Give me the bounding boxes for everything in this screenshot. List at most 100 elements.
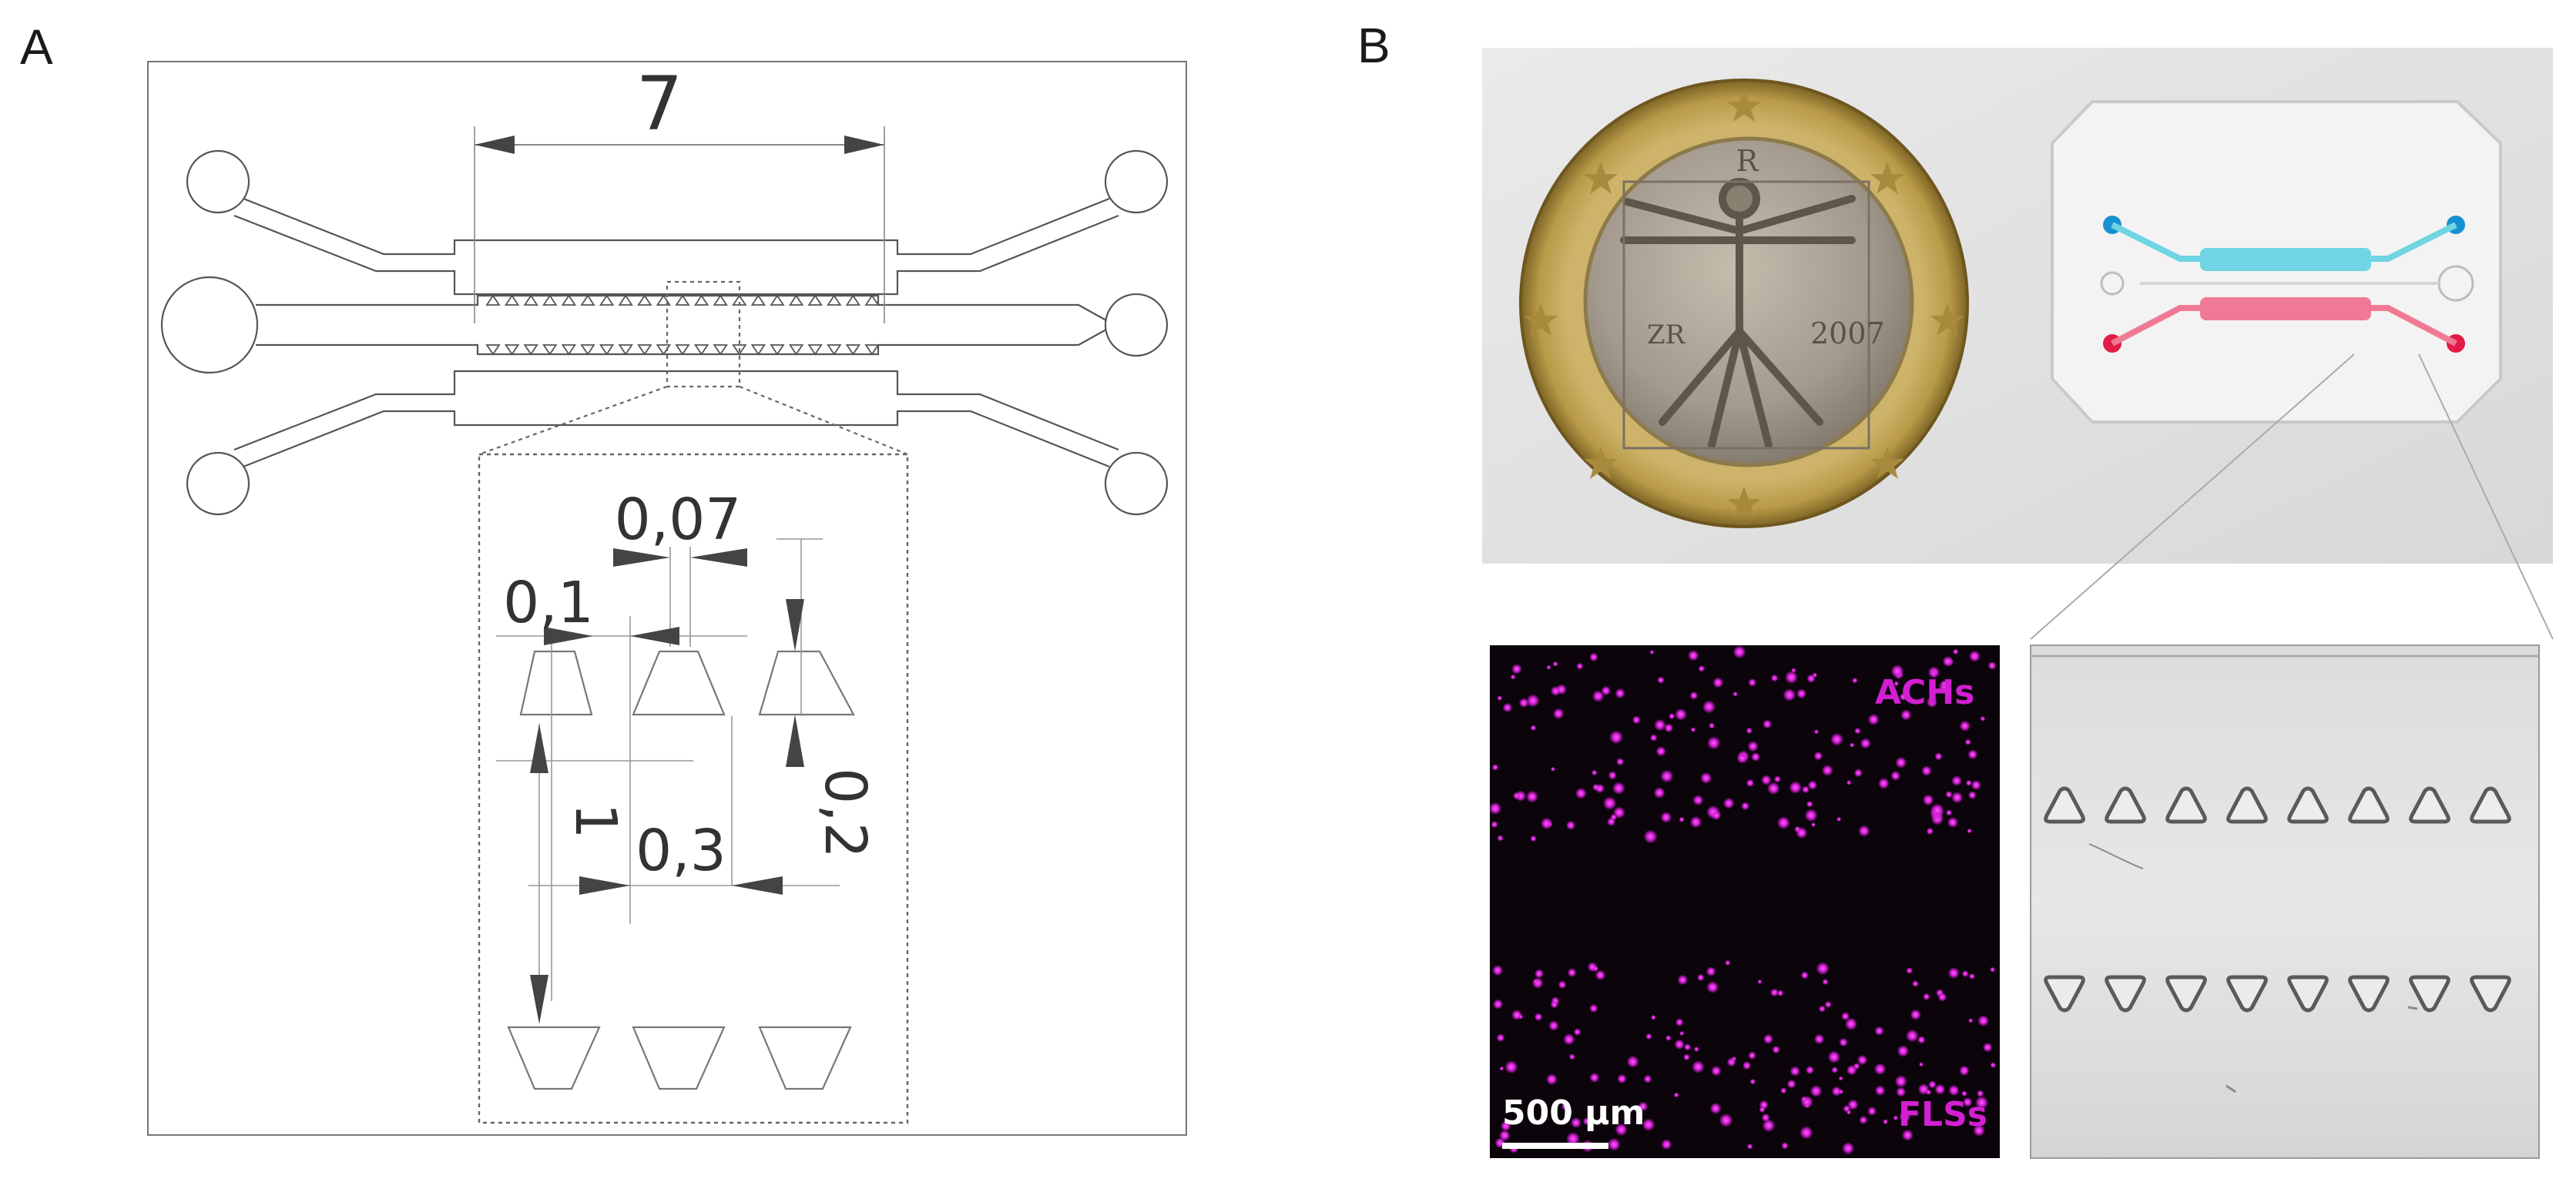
cell [1959, 1065, 1970, 1077]
cell [1496, 1033, 1505, 1043]
detail-pillar-1 [519, 650, 593, 716]
cell [1575, 787, 1587, 799]
cell [1786, 1079, 1796, 1089]
cell [1492, 965, 1504, 976]
cell [1980, 715, 1986, 722]
panel-a-drawing [147, 61, 1187, 1136]
pillar [618, 344, 633, 356]
cell [1977, 1015, 1990, 1027]
cell [1968, 973, 1975, 979]
pillar [637, 294, 652, 306]
cell [1677, 974, 1689, 986]
zoom-detail-box [478, 453, 909, 1124]
cell [1736, 752, 1748, 764]
cell [1896, 1087, 1907, 1097]
cell [1883, 1119, 1889, 1125]
dim-spacing: 0,3 [636, 818, 726, 884]
cell [1813, 1033, 1825, 1045]
cell [1821, 765, 1833, 776]
cell [1533, 979, 1538, 984]
detail-pillar-2 [632, 650, 726, 716]
cell [1854, 728, 1861, 735]
pillar [788, 294, 804, 306]
cell [1937, 993, 1947, 1002]
dim-height: 0,2 [812, 768, 878, 859]
cell [1780, 1087, 1787, 1094]
cell [1645, 1033, 1652, 1040]
overall-dim-extensions [474, 126, 885, 323]
cell [1526, 790, 1538, 803]
cell [1679, 816, 1685, 822]
brightfield-pillars-bottom [2044, 975, 2511, 1013]
cell [1874, 1026, 1884, 1036]
cell [1582, 1117, 1591, 1126]
cell [1675, 1018, 1684, 1026]
cell [1783, 688, 1796, 701]
pillar [599, 344, 615, 356]
arrow-pitch-top [530, 724, 548, 773]
cell [1530, 835, 1537, 842]
cell [1692, 795, 1704, 806]
arrow-spacing-right [732, 876, 783, 895]
pillar [561, 344, 577, 356]
cell [1665, 1035, 1672, 1041]
cell [1550, 685, 1561, 696]
cell [1967, 828, 1972, 834]
cell [1906, 967, 1914, 974]
cell [1923, 993, 1930, 1001]
device-photo: R ZR 2007 [1482, 48, 2553, 564]
cell [1573, 1028, 1581, 1036]
cell [1874, 1085, 1886, 1096]
cell [1567, 968, 1577, 977]
dim-gap: 0,07 [615, 487, 742, 553]
cell [1831, 1086, 1842, 1097]
cell [1800, 1096, 1807, 1103]
cell [1860, 738, 1871, 749]
cell [1502, 702, 1513, 713]
cell [1693, 1046, 1699, 1053]
pillar [807, 294, 823, 306]
cell [1990, 966, 1996, 973]
cell [1830, 732, 1843, 746]
scale-bar [1502, 1143, 1608, 1149]
pillar [561, 294, 577, 306]
cell [1491, 764, 1499, 771]
cell [1511, 664, 1522, 675]
cell [1638, 1101, 1649, 1112]
cell [1877, 778, 1890, 789]
cell [1709, 1103, 1722, 1114]
cell [1930, 669, 1938, 678]
cell [1899, 1110, 1911, 1123]
cell [1947, 816, 1959, 829]
pillar [2226, 786, 2268, 824]
cell [1767, 782, 1780, 795]
cell [1540, 817, 1553, 830]
cell [1545, 1073, 1558, 1086]
cell [1500, 1120, 1511, 1132]
euro-coin: R ZR 2007 [1519, 79, 1969, 528]
cell [1962, 1097, 1973, 1107]
pillar [637, 344, 652, 356]
cell [1607, 1137, 1621, 1151]
cell [1961, 1090, 1967, 1097]
pillar [2044, 786, 2085, 824]
pillar [2105, 975, 2146, 1013]
arrow-top-left [544, 627, 593, 645]
cell [1649, 734, 1658, 742]
pillar [845, 294, 861, 306]
cell [1873, 1063, 1887, 1076]
cell [1769, 988, 1779, 997]
pillar [864, 294, 880, 306]
detail-dim-lines [496, 538, 840, 1001]
cell [1632, 715, 1641, 725]
cell [1688, 650, 1699, 661]
cell [1867, 1107, 1877, 1116]
cell [1859, 1116, 1868, 1124]
pillar [2470, 975, 2511, 1013]
cell [1810, 822, 1816, 828]
cell [1674, 1039, 1685, 1050]
cell [1689, 691, 1699, 700]
cell [1802, 785, 1810, 794]
pillar [2409, 975, 2450, 1013]
cell [1982, 1042, 1993, 1053]
